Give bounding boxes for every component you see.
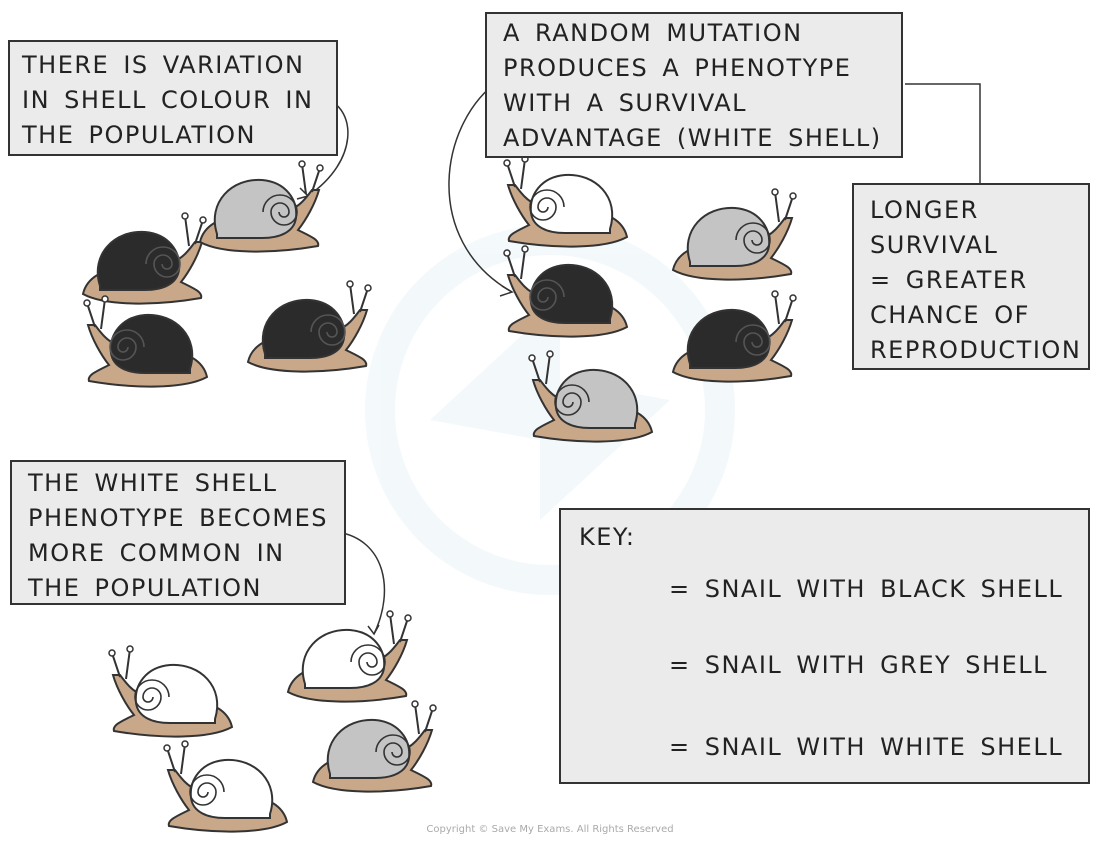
text-line: = GREATER	[870, 266, 1028, 294]
snail-grey-shell-icon	[199, 160, 324, 253]
text-line: SURVIVAL	[870, 231, 999, 259]
key-entry-white: = SNAIL WITH WHITE SHELL	[669, 733, 1064, 761]
text-line: PRODUCES A PHENOTYPE	[503, 54, 852, 82]
key-entry-black: = SNAIL WITH BLACK SHELL	[669, 575, 1064, 603]
connector-survival	[905, 83, 981, 183]
snail-white-shell-icon	[108, 645, 233, 738]
text-line: LONGER	[870, 196, 979, 224]
text-line: IN SHELL COLOUR IN	[22, 86, 314, 114]
text-line: A RANDOM MUTATION	[503, 19, 803, 47]
text-box-common: THE WHITE SHELL PHENOTYPE BECOMES MORE C…	[10, 460, 346, 605]
text-line: THE POPULATION	[28, 574, 262, 602]
text-line: THERE IS VARIATION	[22, 51, 305, 79]
copyright-notice: Copyright © Save My Exams. All Rights Re…	[426, 824, 674, 835]
text-line: THE WHITE SHELL	[28, 469, 278, 497]
text-line: ADVANTAGE (WHITE SHELL)	[503, 124, 882, 152]
arrow-mutation	[448, 79, 513, 293]
text-box-survival: LONGER SURVIVAL = GREATER CHANCE OF REPR…	[852, 183, 1090, 370]
text-box-mutation: A RANDOM MUTATION PRODUCES A PHENOTYPE W…	[485, 12, 903, 158]
key-box: KEY: = SNAIL WITH BLACK SHELL = SNAIL WI…	[559, 508, 1090, 784]
snail-black-shell-icon	[83, 295, 208, 388]
text-line: WITH A SURVIVAL	[503, 89, 748, 117]
snail-white-shell-icon	[503, 155, 628, 248]
text-line: CHANCE OF	[870, 301, 1030, 329]
text-line: MORE COMMON IN	[28, 539, 285, 567]
snail-white-shell-icon	[287, 610, 412, 703]
key-title: KEY:	[579, 523, 636, 551]
snail-grey-shell-icon	[312, 700, 437, 793]
snail-black-shell-icon	[247, 280, 372, 373]
text-line: PHENOTYPE BECOMES	[28, 504, 328, 532]
text-box-variation: THERE IS VARIATION IN SHELL COLOUR IN TH…	[8, 40, 338, 156]
snail-black-shell-icon	[82, 212, 207, 305]
snail-grey-shell-icon	[672, 188, 797, 281]
text-line: REPRODUCTION	[870, 336, 1082, 364]
arrow-common	[337, 531, 386, 635]
arrowhead-common	[367, 624, 380, 636]
snail-white-shell-icon	[163, 740, 288, 833]
arrows	[307, 79, 981, 635]
arrowhead-mutation	[499, 285, 514, 297]
text-line: THE POPULATION	[22, 121, 256, 149]
key-entry-grey: = SNAIL WITH GREY SHELL	[669, 651, 1048, 679]
